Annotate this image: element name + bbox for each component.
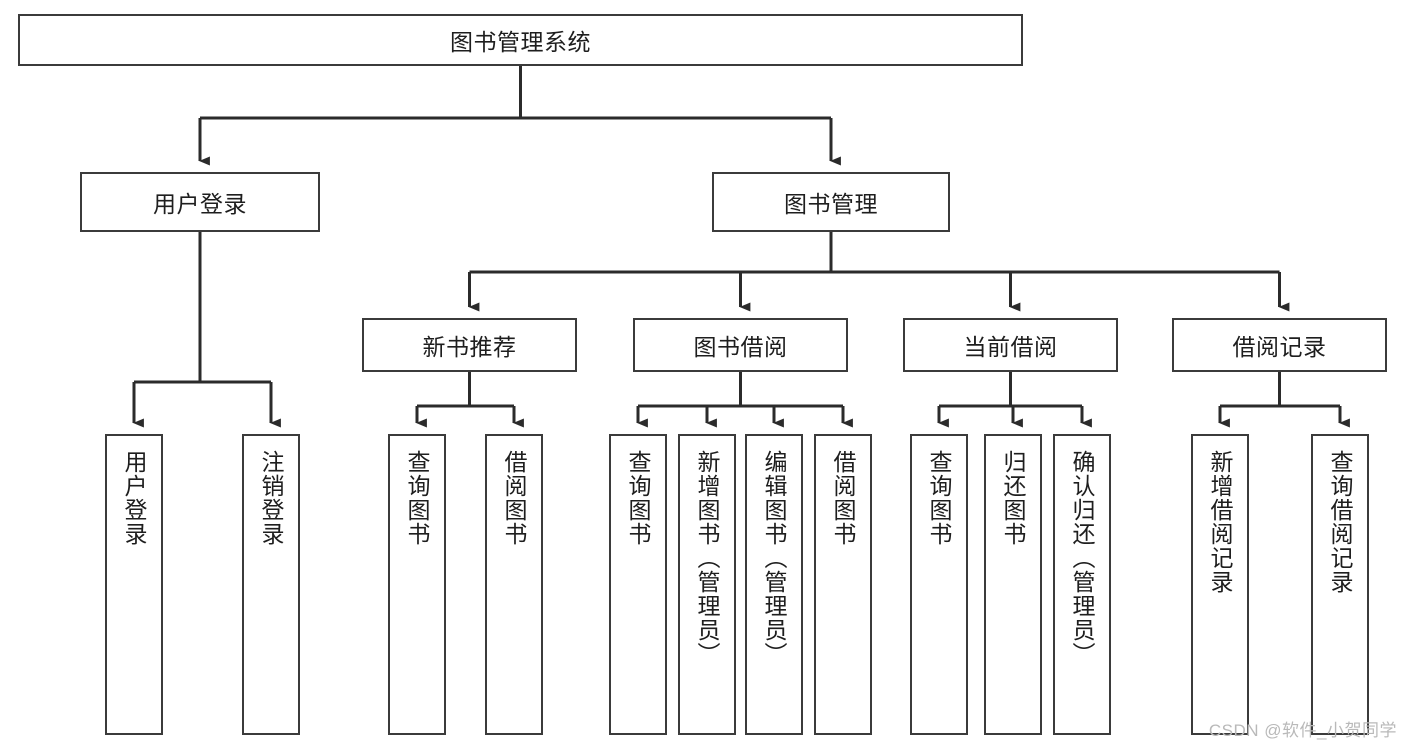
leaf-query-book-3[interactable]: 查询图书 (910, 434, 968, 735)
node-current-borrow[interactable]: 当前借阅 (903, 318, 1118, 372)
leaf-return-book[interactable]: 归还图书 (984, 434, 1042, 735)
leaf-label: 借阅图书 (501, 450, 528, 546)
leaf-query-record[interactable]: 查询借阅记录 (1311, 434, 1369, 735)
leaf-edit-book[interactable]: 编辑图书（管理员） (745, 434, 803, 735)
leaf-label: 查询借阅记录 (1327, 450, 1354, 594)
leaf-label: 注销登录 (258, 450, 285, 546)
leaf-logout[interactable]: 注销登录 (242, 434, 300, 735)
node-borrow-record[interactable]: 借阅记录 (1172, 318, 1387, 372)
leaf-label: 借阅图书 (830, 450, 857, 546)
leaf-label: 查询图书 (926, 450, 953, 546)
csdn-watermark: CSDN @软件_小贺同学 (1208, 721, 1397, 740)
node-new-book-recommend[interactable]: 新书推荐 (362, 318, 577, 372)
leaf-query-book-1[interactable]: 查询图书 (388, 434, 446, 735)
leaf-borrow-book-2[interactable]: 借阅图书 (814, 434, 872, 735)
leaf-confirm-return[interactable]: 确认归还（管理员） (1053, 434, 1111, 735)
leaf-query-book-2[interactable]: 查询图书 (609, 434, 667, 735)
node-root[interactable]: 图书管理系统 (18, 14, 1023, 66)
leaf-borrow-book-1[interactable]: 借阅图书 (485, 434, 543, 735)
leaf-label: 新增图书（管理员） (694, 450, 721, 666)
leaf-label: 查询图书 (404, 450, 431, 546)
leaf-user-login[interactable]: 用户登录 (105, 434, 163, 735)
node-book-manage[interactable]: 图书管理 (712, 172, 950, 232)
leaf-label: 用户登录 (121, 450, 148, 546)
leaf-label: 新增借阅记录 (1207, 450, 1234, 594)
node-book-borrow[interactable]: 图书借阅 (633, 318, 848, 372)
leaf-label: 查询图书 (625, 450, 652, 546)
leaf-add-book[interactable]: 新增图书（管理员） (678, 434, 736, 735)
leaf-label: 编辑图书（管理员） (761, 450, 788, 666)
leaf-label: 归还图书 (1000, 450, 1027, 546)
leaf-add-record[interactable]: 新增借阅记录 (1191, 434, 1249, 735)
leaf-label: 确认归还（管理员） (1069, 450, 1096, 666)
node-user-login[interactable]: 用户登录 (80, 172, 320, 232)
